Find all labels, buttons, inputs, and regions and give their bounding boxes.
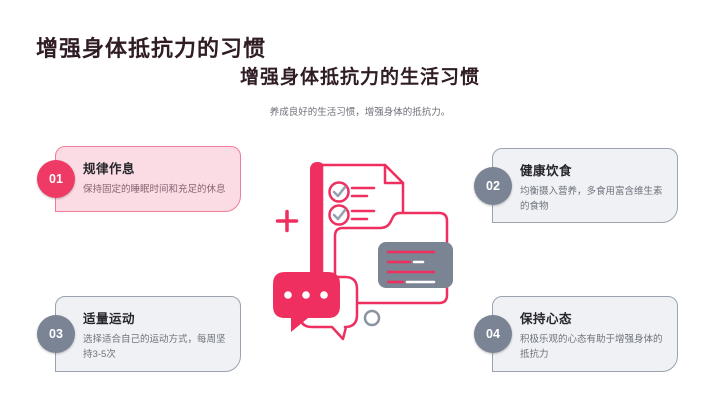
chat-bubble-icon [273,272,340,332]
plus-icon [275,209,299,233]
card-description: 保持固定的睡眠时间和充足的休息 [83,184,226,195]
slide-subtitle: 养成良好的生活习惯，增强身体的抵抗力。 [269,107,451,118]
page-title: 增强身体抵抗力的习惯 [36,36,267,61]
habit-card-healthy-diet: 02 健康饮食 均衡摄入营养，多食用富含维生素的食物 [474,148,678,224]
card-description: 积极乐观的心态有助于增强身体的抵抗力 [520,334,663,361]
card-title: 规律作息 [83,162,136,176]
card-description: 选择适合自己的运动方式，每周坚持3-5次 [83,334,226,361]
card-title: 适量运动 [83,312,136,326]
card-title: 健康饮食 [520,164,573,178]
card-number-badge: 04 [474,315,512,353]
habit-card-positive-mindset: 04 保持心态 积极乐观的心态有助于增强身体的抵抗力 [474,296,678,372]
card-description: 均衡摄入营养，多食用富含维生素的食物 [520,186,663,213]
habit-card-regular-rest: 01 规律作息 保持固定的睡眠时间和充足的休息 [37,146,241,212]
circle-decoration-icon [363,309,381,327]
card-number-badge: 02 [474,166,512,205]
folder-icon [333,211,453,305]
card-number-badge: 01 [37,160,75,198]
card-title: 保持心态 [520,312,573,326]
center-illustration [260,140,460,350]
card-number-badge: 03 [37,315,75,353]
slide-heading: 增强身体抵抗力的生活习惯 [239,67,480,88]
habit-card-moderate-exercise: 03 适量运动 选择适合自己的运动方式，每周坚持3-5次 [37,296,241,372]
